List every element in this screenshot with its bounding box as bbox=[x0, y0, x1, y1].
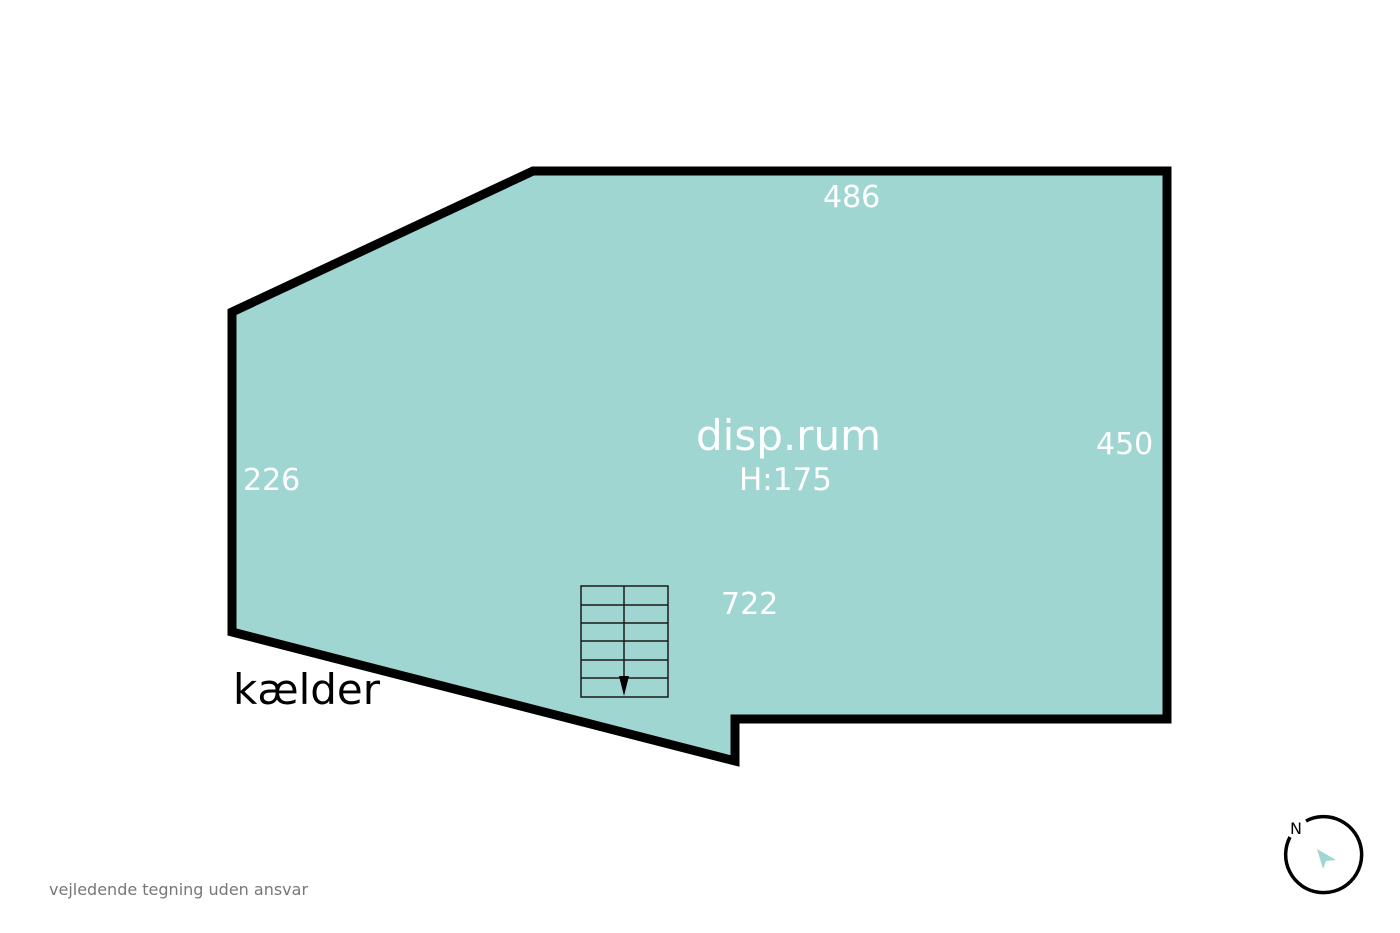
disclaimer: vejledende tegning uden ansvar bbox=[49, 880, 309, 899]
compass-icon bbox=[1283, 814, 1364, 895]
room-height: H:175 bbox=[739, 462, 832, 498]
dimension-left: 226 bbox=[243, 463, 301, 498]
stair-direction-arrow-icon bbox=[619, 676, 629, 696]
compass-north-label: N bbox=[1290, 819, 1302, 838]
north-arrow-icon bbox=[1317, 849, 1336, 869]
room-name: disp.rum bbox=[696, 411, 882, 460]
dimension-top: 486 bbox=[823, 180, 881, 215]
floor-label: kælder bbox=[233, 665, 380, 714]
staircase bbox=[580, 585, 669, 698]
room-outline bbox=[227, 166, 1172, 767]
dimension-bottom: 722 bbox=[721, 587, 779, 622]
dimension-right: 450 bbox=[1096, 427, 1154, 462]
